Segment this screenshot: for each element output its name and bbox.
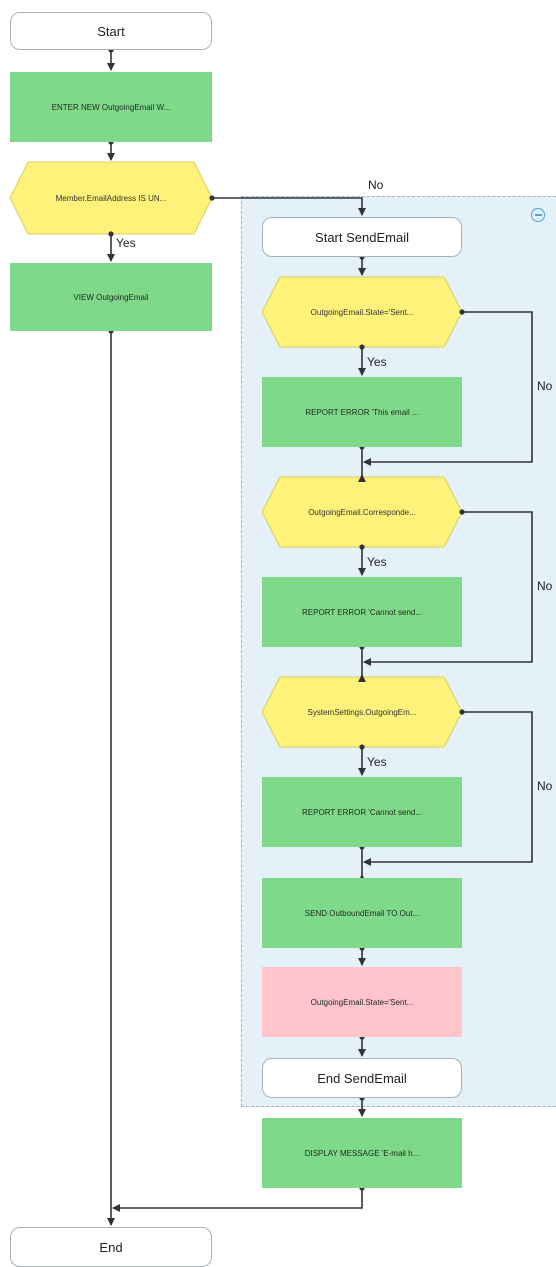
connector-dot xyxy=(108,231,114,237)
yes-label: Yes xyxy=(116,236,136,250)
state-sent-decision-label: OutgoingEmail.State='Sent... xyxy=(310,307,414,317)
connector-arrow xyxy=(112,1188,363,1212)
no-label: No xyxy=(368,178,384,192)
set-state-sent-action[interactable]: OutgoingEmail.State='Sent... xyxy=(262,967,462,1037)
connector-arrow xyxy=(363,711,533,866)
end-sendemail-node[interactable]: End SendEmail xyxy=(262,1058,462,1098)
no-label: No xyxy=(537,379,553,393)
start-node[interactable]: Start xyxy=(10,12,212,50)
yes-label: Yes xyxy=(367,355,387,369)
system-settings-decision-label: SystemSettings.OutgoingEm... xyxy=(307,707,417,717)
connector-arrow xyxy=(363,511,533,666)
connector-dot xyxy=(209,195,215,201)
correspondence-decision-label: OutgoingEmail.Corresponde... xyxy=(308,507,416,517)
connector-dot xyxy=(459,309,465,315)
yes-label: Yes xyxy=(367,555,387,569)
report-error-cannot-send-action[interactable]: REPORT ERROR 'Cannot send... xyxy=(262,577,462,647)
display-message-action[interactable]: DISPLAY MESSAGE 'E-mail h... xyxy=(262,1118,462,1188)
connector-dot xyxy=(459,709,465,715)
connector-arrow xyxy=(363,311,533,466)
connector-dot xyxy=(359,744,365,750)
connector-dot xyxy=(359,344,365,350)
connector-dot xyxy=(359,544,365,550)
send-outbound-email-action[interactable]: SEND OutboundEmail TO Out... xyxy=(262,878,462,948)
end-node[interactable]: End xyxy=(10,1227,212,1267)
view-outgoing-email-action[interactable]: VIEW OutgoingEmail xyxy=(10,263,212,331)
member-email-decision-label: Member.EmailAddress IS UN... xyxy=(55,193,167,203)
enter-new-outgoing-email-action[interactable]: ENTER NEW OutgoingEmail W... xyxy=(10,72,212,142)
sendemail-subprocess-panel xyxy=(241,196,556,1107)
minus-circle-icon[interactable] xyxy=(531,208,545,222)
yes-label: Yes xyxy=(367,755,387,769)
start-sendemail-node[interactable]: Start SendEmail xyxy=(262,217,462,257)
no-label: No xyxy=(537,579,553,593)
no-label: No xyxy=(537,779,553,793)
connector-dot xyxy=(459,509,465,515)
connector-arrow xyxy=(212,197,366,216)
report-error-cannot-send-settings-action[interactable]: REPORT ERROR 'Cannot send... xyxy=(262,777,462,847)
report-error-already-sent-action[interactable]: REPORT ERROR 'This email ... xyxy=(262,377,462,447)
